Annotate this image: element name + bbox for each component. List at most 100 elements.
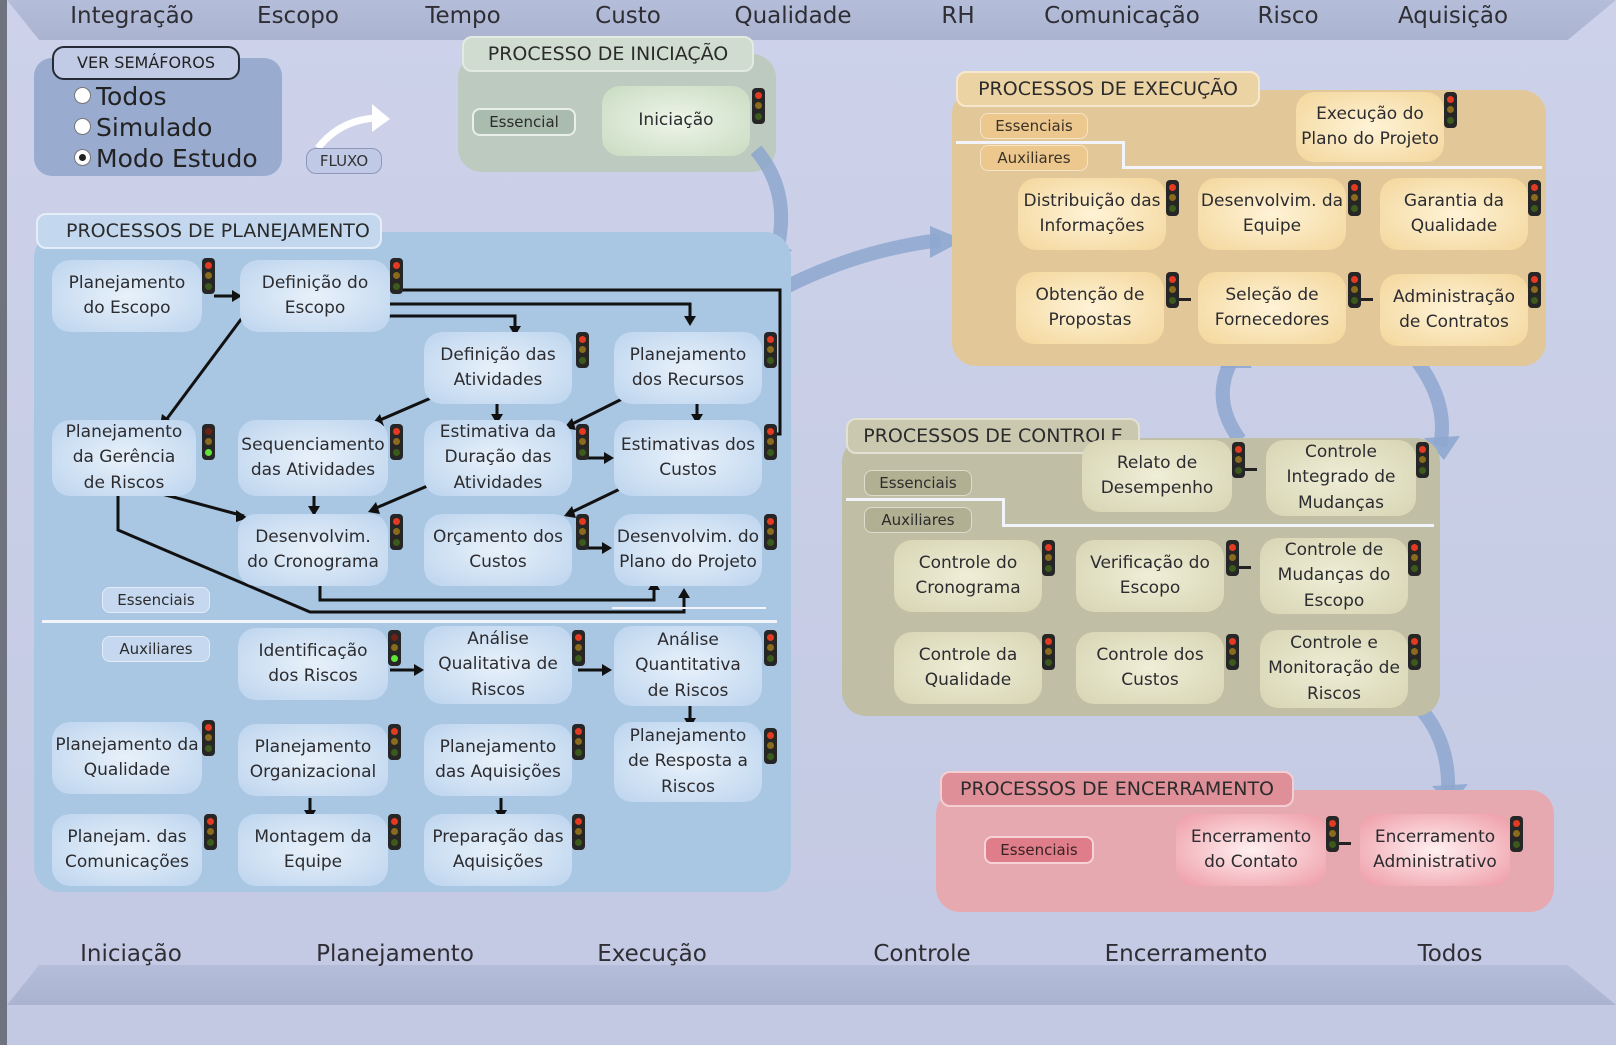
process-group-bar <box>7 965 1616 1005</box>
controle-essenciais-tag: Essenciais <box>864 470 972 496</box>
divider <box>846 498 1004 501</box>
node-planejamento-recursos[interactable]: Planejamento dos Recursos <box>614 332 762 404</box>
nav-rh[interactable]: RH <box>941 3 975 29</box>
node-distribuicao-informacoes[interactable]: Distribuição das Informações <box>1018 178 1166 250</box>
divider <box>1002 524 1434 527</box>
node-identificacao-riscos[interactable]: Identificação dos Riscos <box>238 628 388 700</box>
nav-escopo[interactable]: Escopo <box>257 3 339 29</box>
node-planejamento-organizacional[interactable]: Planejamento Organizacional <box>238 724 388 796</box>
radio-todos[interactable]: Todos <box>74 82 167 111</box>
traffic-light-icon <box>764 514 777 550</box>
node-analise-quantitativa[interactable]: Análise Quantitativa de Riscos <box>614 626 762 706</box>
node-planejamento-qualidade[interactable]: Planejamento da Qualidade <box>52 722 202 794</box>
node-planejamento-aquisicoes[interactable]: Planejamento das Aquisições <box>424 724 572 796</box>
nav-planejamento[interactable]: Planejamento <box>316 941 474 967</box>
nav-qualidade[interactable]: Qualidade <box>734 3 852 29</box>
nav-iniciacao[interactable]: Iniciação <box>80 941 182 967</box>
iniciacao-tag: Essencial <box>472 108 576 136</box>
node-selecao-fornecedores[interactable]: Seleção de Fornecedores <box>1198 272 1346 344</box>
traffic-light-green-icon <box>202 424 215 460</box>
traffic-light-icon <box>576 332 589 368</box>
radio-simulado[interactable]: Simulado <box>74 113 212 142</box>
node-execucao-plano-projeto[interactable]: Execução do Plano do Projeto <box>1296 92 1444 162</box>
traffic-light-icon <box>764 424 777 460</box>
node-planejamento-comunicacoes[interactable]: Planejam. das Comunicações <box>52 814 202 886</box>
left-border <box>0 0 7 1045</box>
node-controle-mudancas-escopo[interactable]: Controle de Mudanças do Escopo <box>1260 538 1408 614</box>
node-planejamento-resposta-riscos[interactable]: Planejamento de Resposta a Riscos <box>614 722 762 802</box>
node-encerramento-administrativo[interactable]: Encerramento Administrativo <box>1360 814 1510 886</box>
traffic-light-green-icon <box>388 630 401 666</box>
node-desenvolvim-equipe[interactable]: Desenvolvim. da Equipe <box>1198 178 1346 250</box>
node-montagem-equipe[interactable]: Montagem da Equipe <box>238 814 388 886</box>
radio-circle <box>74 87 91 104</box>
execucao-auxiliares-tag: Auxiliares <box>980 145 1088 171</box>
controle-auxiliares-tag: Auxiliares <box>864 507 972 533</box>
node-sequenciamento-atividades[interactable]: Sequenciamento das Atividades <box>238 420 388 496</box>
radio-label: Modo Estudo <box>96 144 258 173</box>
node-estimativa-duracao[interactable]: Estimativa da Duração das Atividades <box>424 420 572 496</box>
traffic-light-icon <box>1408 540 1421 576</box>
fluxo-button[interactable]: FLUXO <box>306 148 382 174</box>
node-definicao-atividades[interactable]: Definição das Atividades <box>424 332 572 404</box>
traffic-light-icon <box>1528 180 1541 216</box>
node-controle-monitoracao-riscos[interactable]: Controle e Monitoração de Riscos <box>1260 630 1408 708</box>
nav-encerramento[interactable]: Encerramento <box>1104 941 1268 967</box>
divider <box>1122 166 1542 169</box>
node-estimativas-custos[interactable]: Estimativas dos Custos <box>614 420 762 496</box>
nav-execucao[interactable]: Execução <box>597 941 707 967</box>
node-encerramento-contato[interactable]: Encerramento do Contato <box>1176 814 1326 886</box>
planejamento-essenciais-tag: Essenciais <box>102 587 210 613</box>
traffic-light-icon <box>572 814 585 850</box>
nav-tempo[interactable]: Tempo <box>425 3 501 29</box>
node-verificacao-escopo[interactable]: Verificação do Escopo <box>1076 540 1224 612</box>
node-obtencao-propostas[interactable]: Obtenção de Propostas <box>1016 272 1164 344</box>
node-controle-custos[interactable]: Controle dos Custos <box>1076 632 1224 704</box>
node-iniciacao[interactable]: Iniciação <box>602 86 750 156</box>
traffic-light-arrow-icon <box>1326 816 1351 852</box>
node-orcamento-custos[interactable]: Orçamento dos Custos <box>424 514 572 586</box>
traffic-light-icon <box>572 630 585 666</box>
node-planejamento-escopo[interactable]: Planejamento do Escopo <box>52 260 202 332</box>
radio-label: Simulado <box>96 113 213 142</box>
encerramento-title: PROCESSOS DE ENCERRAMENTO <box>940 771 1294 807</box>
planejamento-title: PROCESSOS DE PLANEJAMENTO <box>36 213 382 249</box>
radio-circle <box>74 118 91 135</box>
traffic-light-icon <box>1348 180 1361 216</box>
traffic-light-icon <box>1408 634 1421 670</box>
node-controle-qualidade[interactable]: Controle da Qualidade <box>894 632 1042 704</box>
node-garantia-qualidade[interactable]: Garantia da Qualidade <box>1380 178 1528 250</box>
radio-modo-estudo[interactable]: Modo Estudo <box>74 144 258 173</box>
traffic-light-icon <box>202 258 215 294</box>
traffic-light-icon <box>390 514 403 550</box>
traffic-light-icon <box>764 630 777 666</box>
traffic-light-icon <box>388 814 401 850</box>
traffic-light-icon <box>764 728 777 764</box>
node-administracao-contratos[interactable]: Administração de Contratos <box>1380 274 1528 346</box>
encerramento-essenciais-tag: Essenciais <box>984 836 1094 864</box>
traffic-light-icon <box>1226 634 1239 670</box>
nav-custo[interactable]: Custo <box>595 3 661 29</box>
nav-aquisicao[interactable]: Aquisição <box>1397 3 1509 29</box>
traffic-light-icon <box>1510 816 1523 852</box>
node-controle-cronograma[interactable]: Controle do Cronograma <box>894 540 1042 612</box>
nav-risco[interactable]: Risco <box>1257 3 1319 29</box>
node-definicao-escopo[interactable]: Definição do Escopo <box>240 260 390 332</box>
traffic-light-icon <box>204 814 217 850</box>
nav-integracao[interactable]: Integração <box>70 3 194 29</box>
traffic-light-icon <box>1528 272 1541 308</box>
traffic-light-arrow-icon <box>1348 272 1373 308</box>
node-preparacao-aquisicoes[interactable]: Preparação das Aquisições <box>424 814 572 886</box>
node-relato-desempenho[interactable]: Relato de Desempenho <box>1082 440 1232 512</box>
execucao-essenciais-tag: Essenciais <box>980 113 1088 139</box>
ver-semaforos-button[interactable]: VER SEMÁFOROS <box>52 46 240 80</box>
traffic-light-icon <box>1042 634 1055 670</box>
node-controle-integrado-mudancas[interactable]: Controle Integrado de Mudanças <box>1266 440 1416 516</box>
node-analise-qualitativa[interactable]: Análise Qualitativa de Riscos <box>424 626 572 704</box>
node-desenvolvim-plano-projeto[interactable]: Desenvolvim. do Plano do Projeto <box>614 514 762 586</box>
nav-comunicacao[interactable]: Comunicação <box>1044 3 1200 29</box>
node-planejamento-gerencia-riscos[interactable]: Planejamento da Gerência de Riscos <box>52 420 196 496</box>
nav-todos[interactable]: Todos <box>1417 941 1483 967</box>
nav-controle[interactable]: Controle <box>873 941 971 967</box>
node-desenvolvim-cronograma[interactable]: Desenvolvim. do Cronograma <box>238 514 388 586</box>
